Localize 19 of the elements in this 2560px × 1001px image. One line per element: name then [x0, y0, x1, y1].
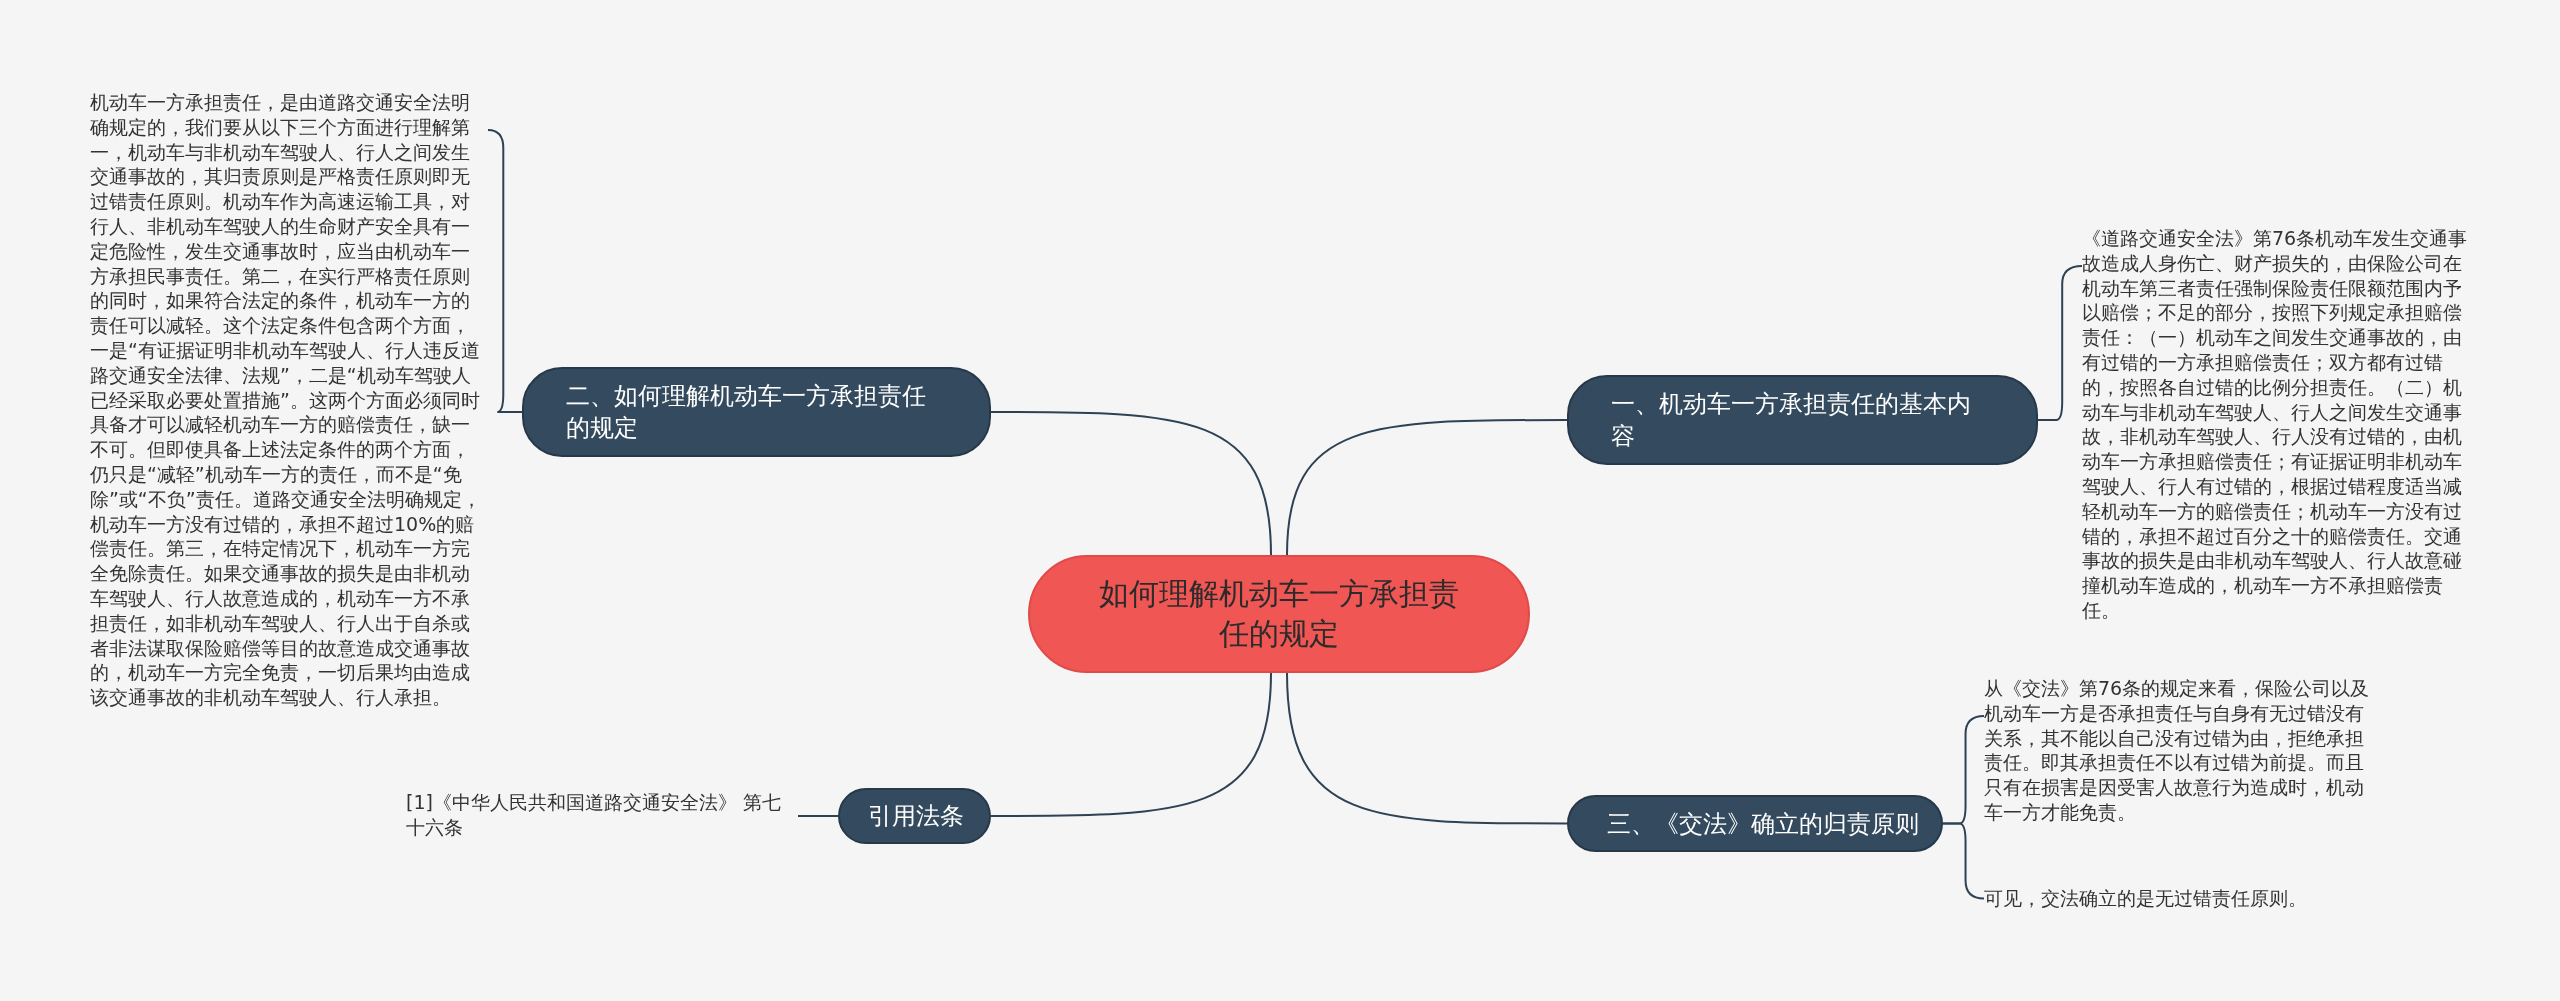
note-text: 机动车一方承担责任，是由道路交通安全法明确规定的，我们要从以下三个方面进行理解第一，机动车与非机动车驾驶人、行人之间发生交通事故的，其归责原则是严格责任原则即无过错责任原则。机动车作为高速运输工具，对行人、非机动车驾驶人的生命财产安全具有一定危险性，发生交通事故时，应当由机动车一方承担民事责任。第二，在实行严格责任原则的同时，如果符合法定的条件，机动车一方的责任可以减轻。这个法定条件包含两个方面，一是“有证据证明非机动车驾驶人、行人违反道路交通安全法律、法规”，二是“机动车驾驶人已经采取必要处置措施”。这两个方面必须同时具备才可以减轻机动车一方的赔偿责任，缺一不可。但即使具备上述法定条件的两个方面，仍只是“减轻”机动车一方的责任，而不是“免除”或“不负”责任。道路交通安全法明确规定，机动车一方没有过错的，承担不超过10%的赔偿责任。第三，在特定情况下，机动车一方完全免除责任。如果交通事故的损失是由非机动车驾驶人、行人故意造成的，机动车一方不承担责任，如非机动车驾驶人、行人出于自杀或者非法谋取保险赔偿等目的故意造成交通事故的，机动车一方完全免责，一切后果均由造成该交通事故的非机动车驾驶人、行人承担。	[90, 90, 482, 710]
note-text: 可见，交法确立的是无过错责任原则。	[1984, 886, 2308, 911]
note-text: 《道路交通安全法》第76条机动车发生交通事故造成人身伤亡、财产损失的，由保险公司在机动车第三者责任强制保险责任限额范围内予以赔偿；不足的部分，按照下列规定承担赔偿责任：（一）机动车之间发生交通事故的，由有过错的一方承担赔偿责任；双方都有过错的，按照各自过错的比例分担责任。（二）机动车与非机动车驾驶人、行人之间发生交通事故，非机动车驾驶人、行人没有过错的，由机动车一方承担赔偿责任；有证据证明非机动车驾驶人、行人有过错的，根据过错程度适当减轻机动车一方的赔偿责任；机动车一方没有过错的，承担不超过百分之十的赔偿责任。交通事故的损失是由非机动车驾驶人、行人故意碰撞机动车造成的，机动车一方不承担赔偿责任。	[2082, 226, 2469, 623]
topic-node	[838, 788, 991, 844]
topic-label: 三、《交法》确立的归责原则	[1607, 808, 1919, 840]
note-text: [1]《中华人民共和国道路交通安全法》 第七十六条	[406, 790, 782, 840]
connector-line	[990, 411, 1272, 556]
connector-line	[797, 815, 839, 817]
connector-line	[1286, 419, 1568, 556]
topic-label: 二、如何理解机动车一方承担责任的规定	[566, 381, 927, 444]
topic-node	[522, 367, 991, 457]
note-text: 从《交法》第76条的规定来看，保险公司以及机动车一方是否承担责任与自身有无过错没有关系，其不能以自己没有过错为由，拒绝承担责任。即其承担责任不以有过错为前提。而且只有在损害是因受害人故意行为造成时，机动车一方才能免责。	[1984, 676, 2371, 825]
connector-line	[990, 672, 1272, 817]
topic-label: 一、机动车一方承担责任的基本内容	[1611, 389, 1972, 452]
topic-label: 引用法条	[868, 801, 964, 832]
topic-node	[1567, 375, 2038, 465]
topic-node	[1567, 795, 1943, 852]
connector-line	[1286, 672, 1568, 825]
topic-label: 如何理解机动车一方承担责任的规定	[1098, 575, 1460, 653]
